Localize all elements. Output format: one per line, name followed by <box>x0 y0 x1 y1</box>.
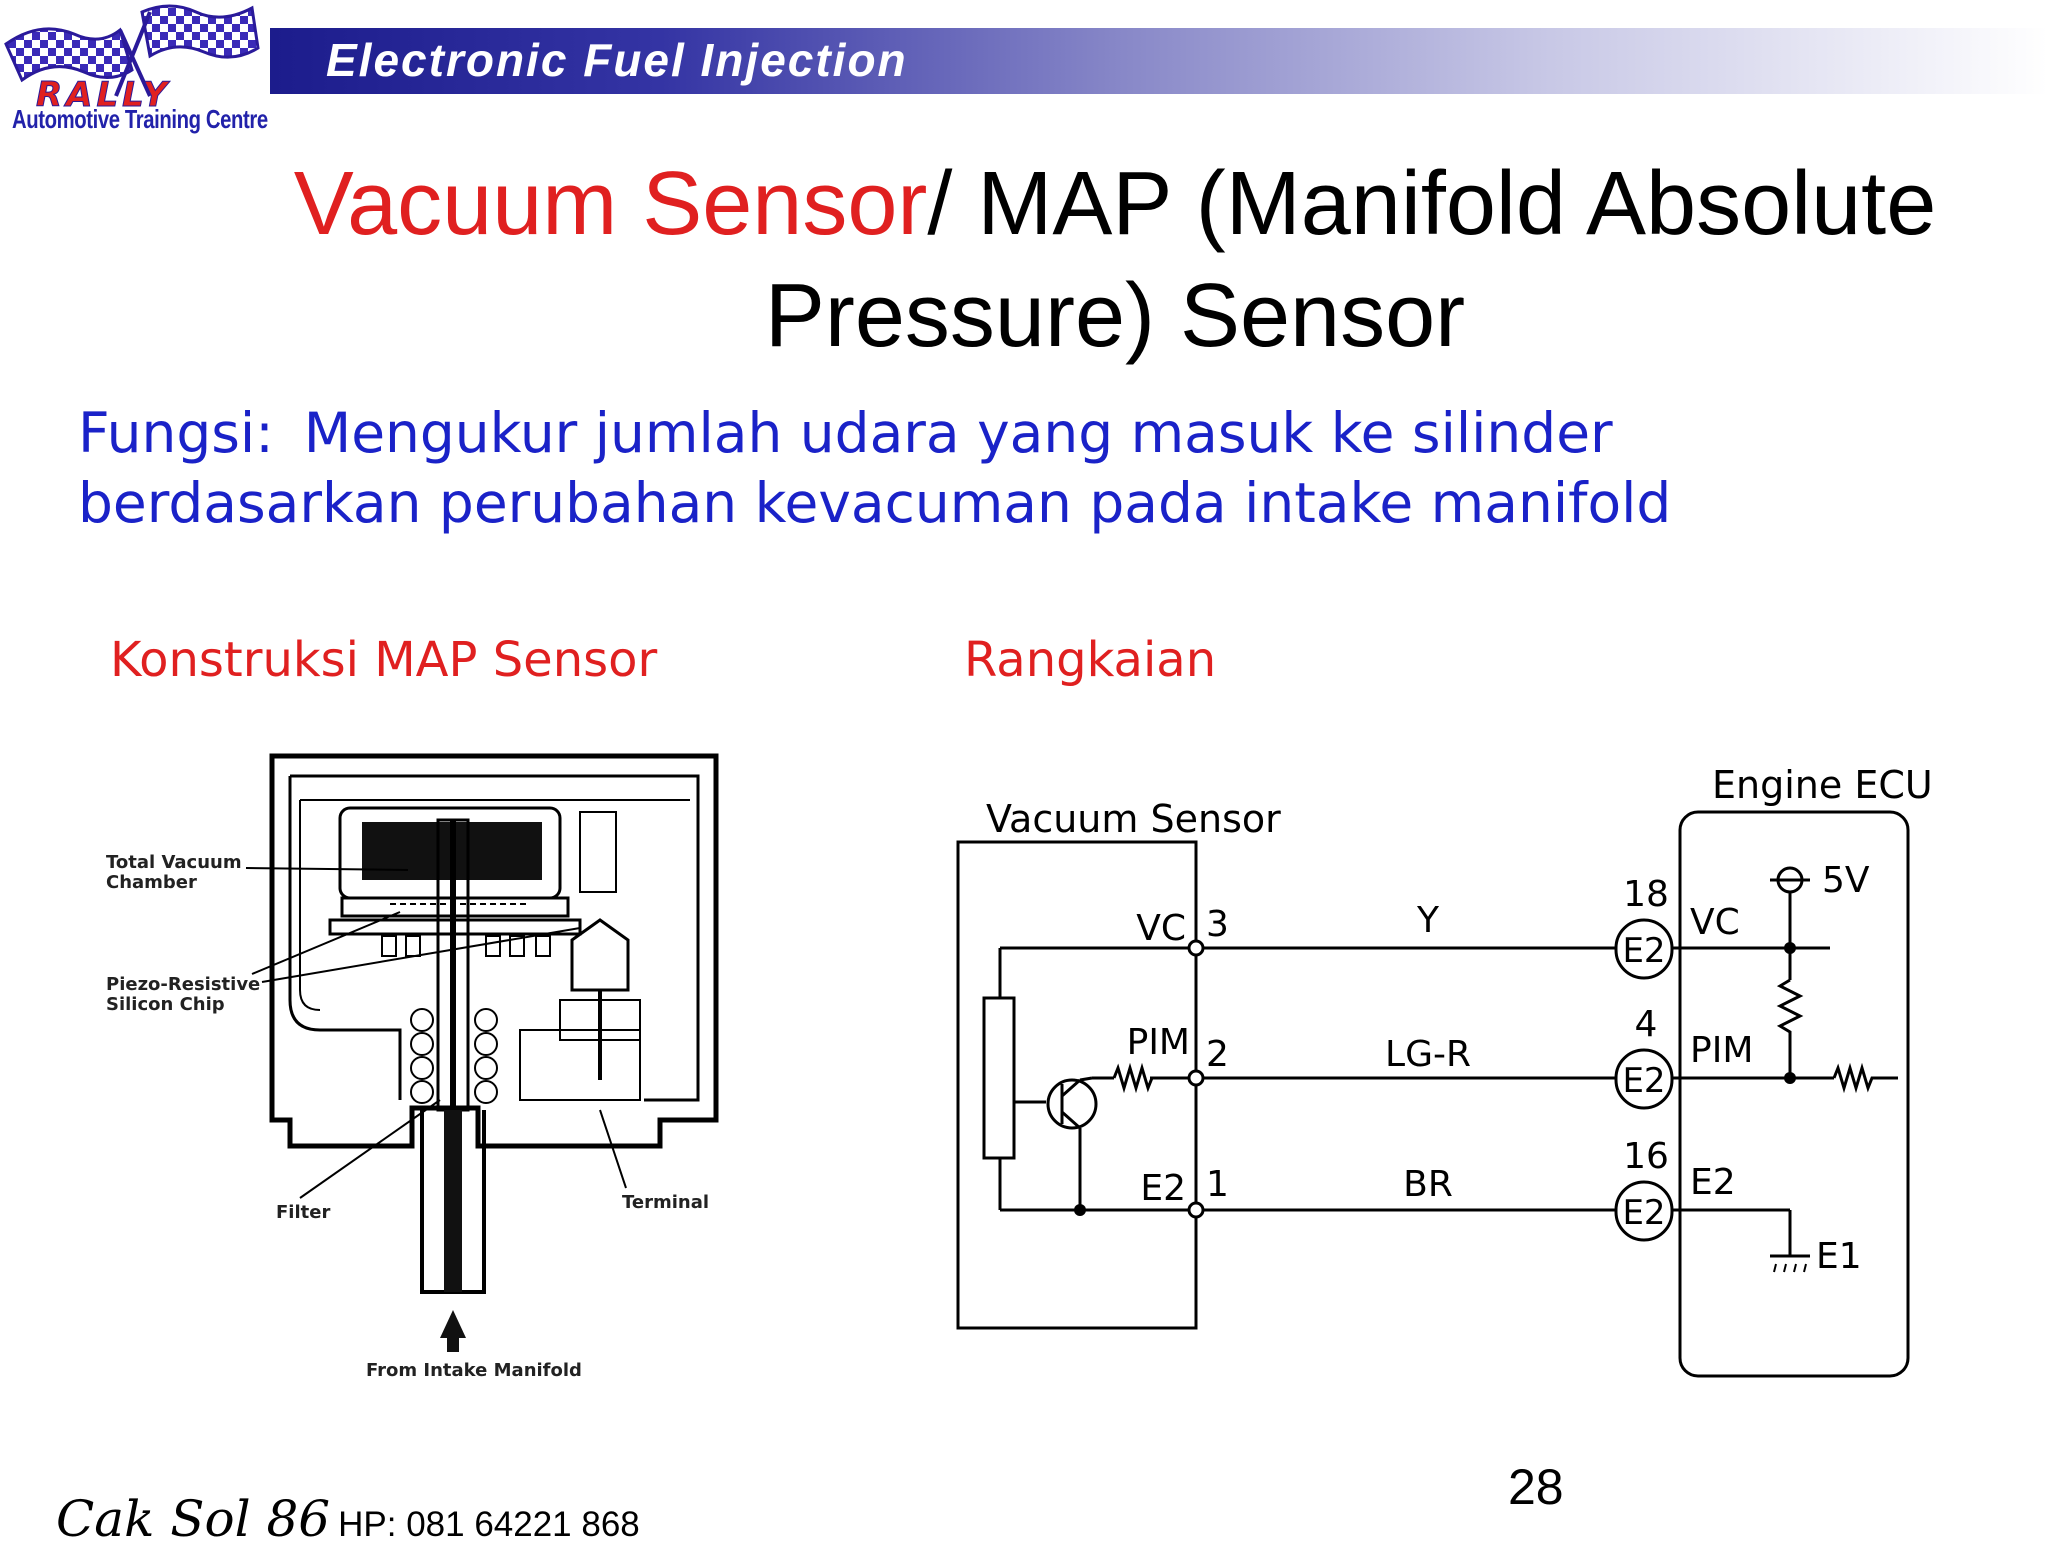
ecu-num-16: 16 <box>1623 1136 1669 1177</box>
ground-e1: E1 <box>1816 1236 1862 1277</box>
wire-br: BR <box>1403 1164 1453 1205</box>
label-from-intake: From Intake Manifold <box>366 1360 582 1381</box>
ecu-num-4: 4 <box>1635 1004 1658 1045</box>
sensor-pin-vc: VC <box>1136 908 1186 949</box>
supply-5v: 5V <box>1822 860 1870 901</box>
label-total-vacuum: Total Vacuum <box>106 852 242 873</box>
phone-number: HP: 081 64221 868 <box>338 1505 640 1544</box>
page-number: 28 <box>1508 1459 1564 1515</box>
circuit-diagram <box>956 810 1910 1378</box>
vacuum-sensor-title: Vacuum Sensor <box>986 797 1281 841</box>
sensor-pin-pim: PIM <box>1127 1022 1190 1063</box>
heading-circuit: Rangkaian <box>964 632 1217 688</box>
author-signature: Cak Sol 86 <box>56 1490 331 1548</box>
up-arrow-icon <box>440 1310 466 1352</box>
ecu-pin-pim: PIM <box>1690 1030 1753 1071</box>
label-filter: Filter <box>276 1202 330 1223</box>
wire-y: Y <box>1416 900 1440 941</box>
function-description: Fungsi: Mengukur jumlah udara yang masuk … <box>78 398 1978 538</box>
ecu-pin-vc: VC <box>1690 902 1740 943</box>
connector-e2-3: E2 <box>1622 1193 1665 1233</box>
title-rest: / MAP (Manifold Absolute <box>927 154 1937 254</box>
ecu-pin-e2: E2 <box>1690 1162 1736 1203</box>
title-highlight: Vacuum Sensor <box>293 154 928 254</box>
connector-e2-2: E2 <box>1622 1061 1665 1101</box>
logo-caption: Automotive Training Centre <box>12 104 268 134</box>
sensor-num-1: 1 <box>1206 1164 1229 1205</box>
sensor-num-3: 3 <box>1206 904 1229 945</box>
label-piezo: Piezo-Resistive <box>106 974 260 995</box>
sensor-pins <box>1187 939 1205 1219</box>
page-title: Vacuum Sensor/ MAP (Manifold Absolute Pr… <box>200 148 2030 372</box>
engine-ecu-box <box>1678 810 1910 1378</box>
ecu-num-18: 18 <box>1623 874 1669 915</box>
wire-lg-r: LG-R <box>1385 1034 1471 1075</box>
logo-word: RALLY <box>36 75 171 110</box>
label-chamber: Chamber <box>106 872 197 893</box>
connector-e2-1: E2 <box>1622 931 1665 971</box>
junction-dots <box>1074 942 1796 1216</box>
banner-title: Electronic Fuel Injection <box>326 34 908 86</box>
title-line2: Pressure) Sensor <box>764 266 1466 366</box>
rally-logo: RALLY Automotive Training Centre <box>0 0 268 140</box>
function-label: Fungsi: <box>78 401 274 465</box>
engine-ecu-title: Engine ECU <box>1712 763 1933 807</box>
checkered-flags-icon: RALLY <box>4 4 260 116</box>
sensor-num-2: 2 <box>1206 1034 1229 1075</box>
label-terminal: Terminal <box>622 1192 709 1213</box>
label-silicon-chip: Silicon Chip <box>106 994 225 1015</box>
function-line1: Mengukur jumlah udara yang masuk ke sili… <box>303 401 1613 465</box>
sensor-pin-e2: E2 <box>1140 1168 1186 1209</box>
header-banner: Electronic Fuel Injection <box>270 28 2048 94</box>
function-line2: berdasarkan perubahan kevacuman pada int… <box>78 471 1672 535</box>
heading-construction: Konstruksi MAP Sensor <box>110 632 658 688</box>
